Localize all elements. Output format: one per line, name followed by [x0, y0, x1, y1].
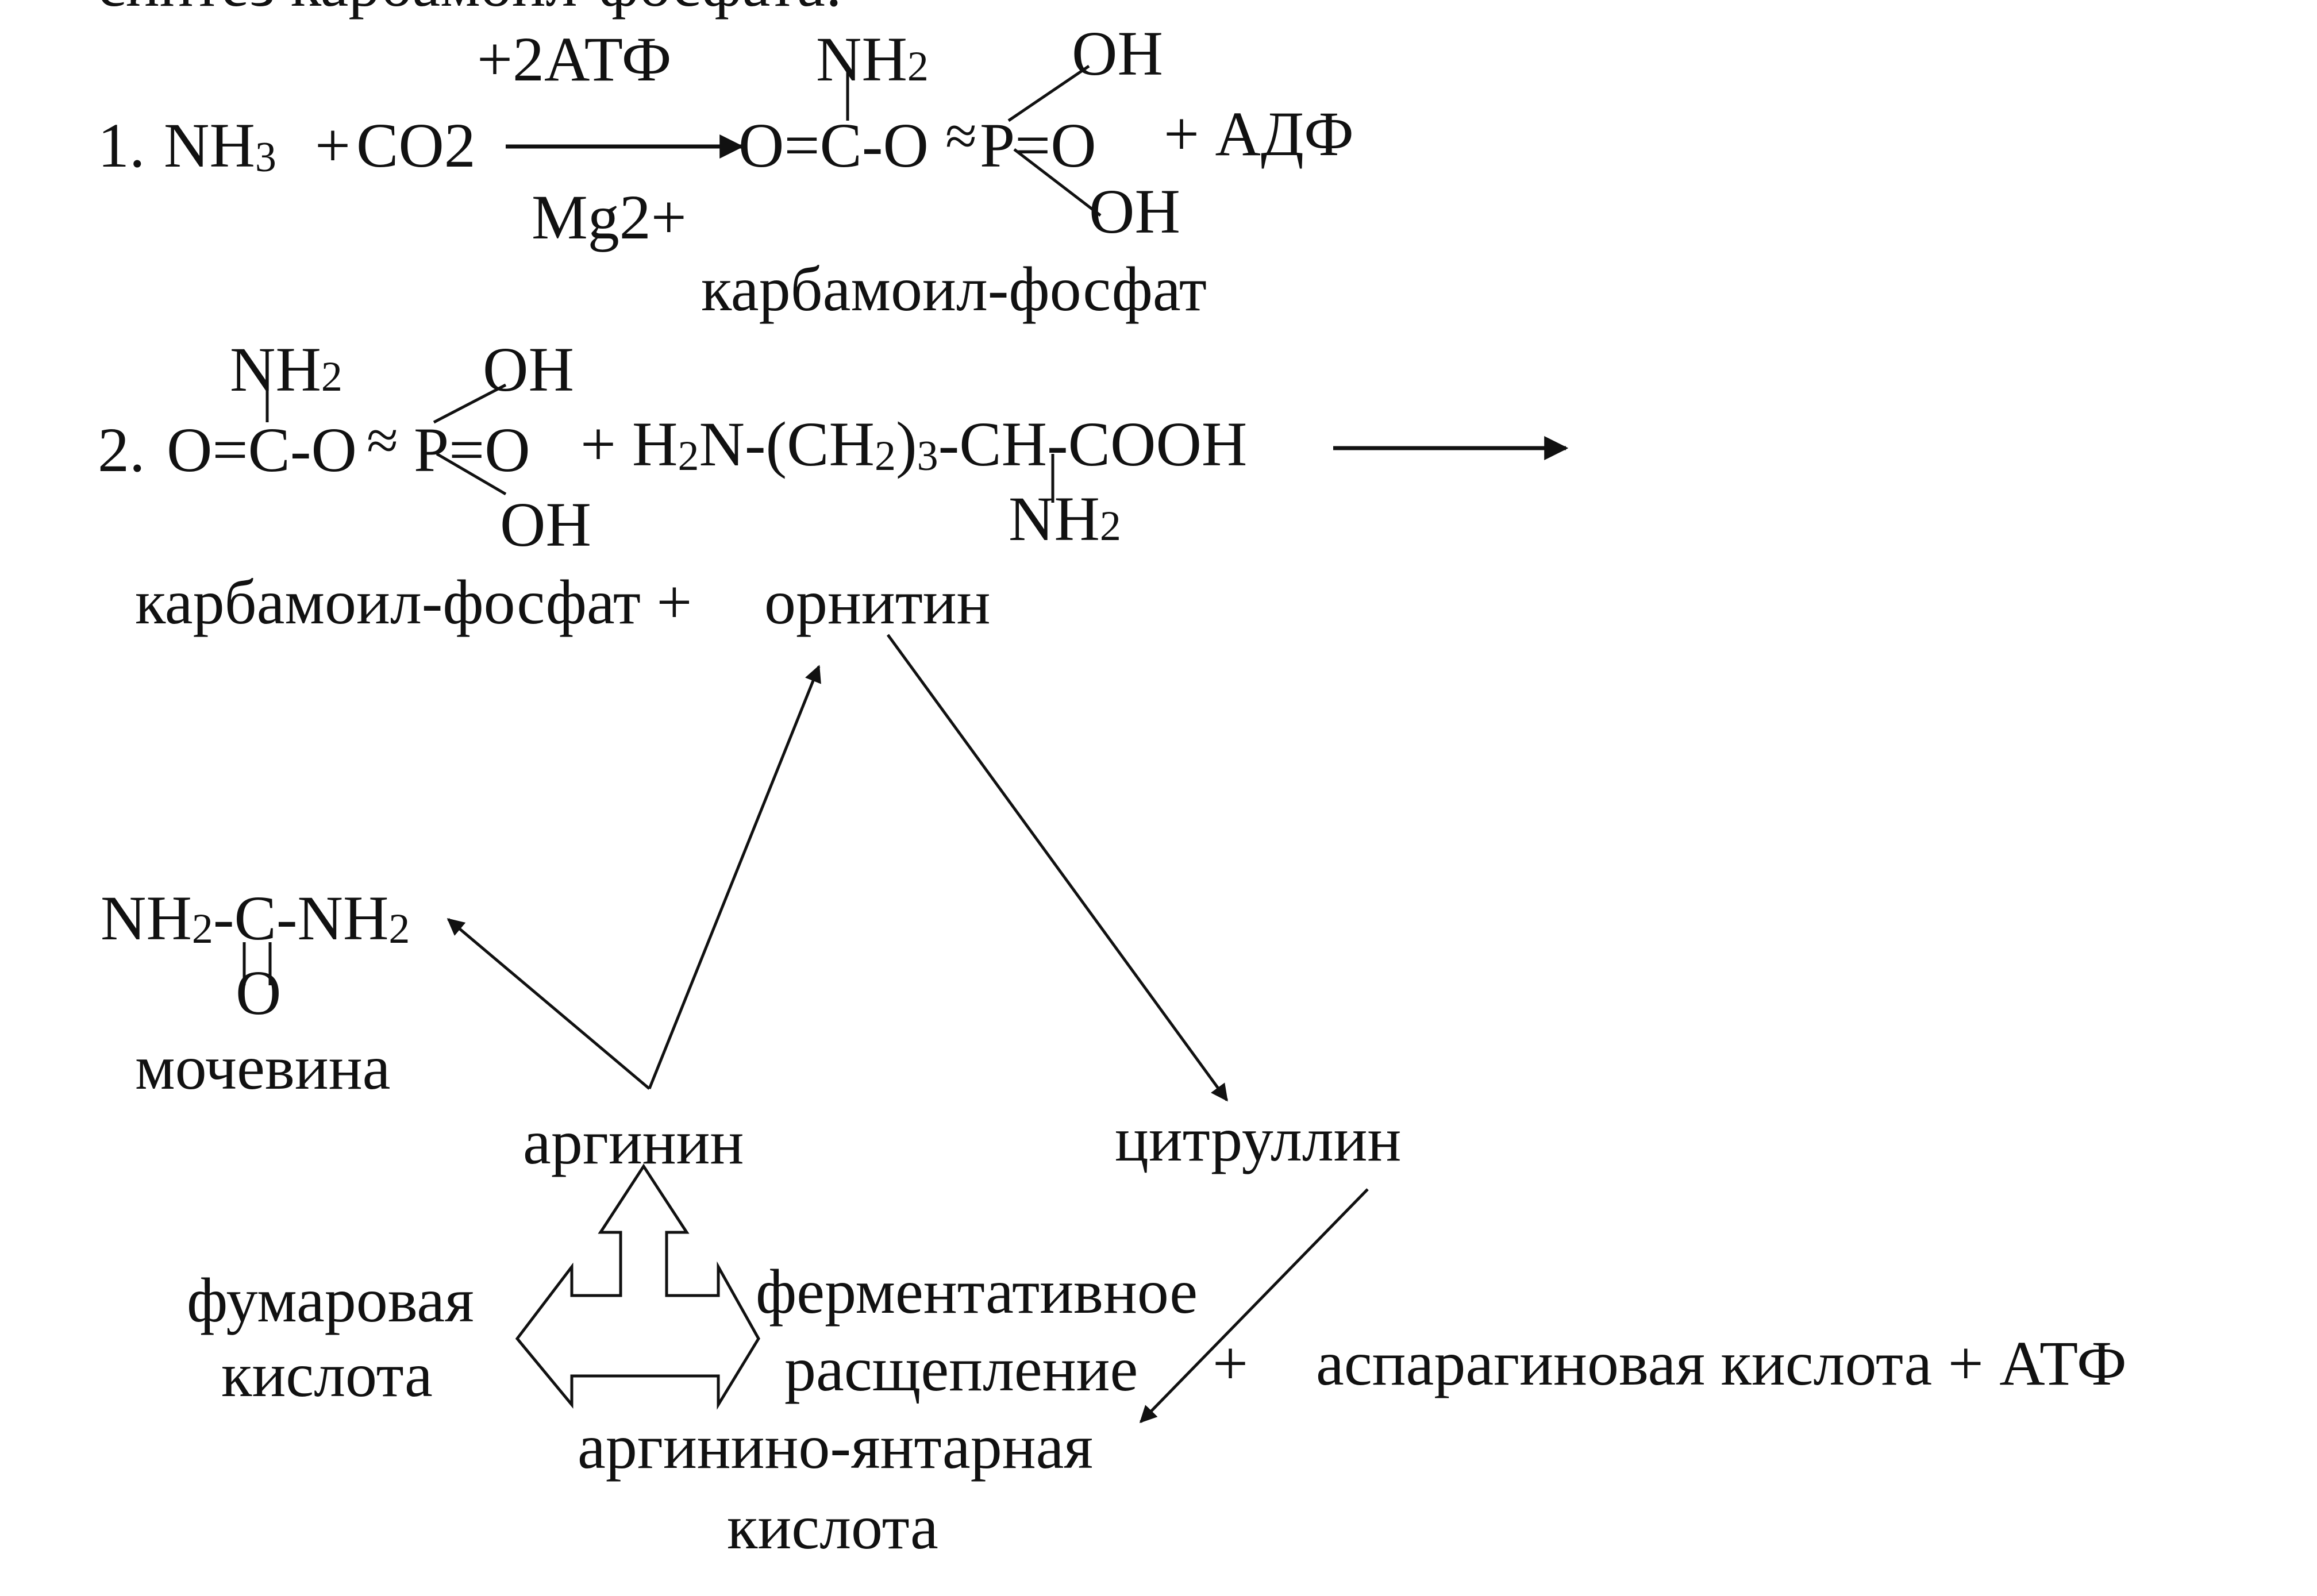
reactant-nh2: NH2	[230, 334, 342, 404]
enzymatic-cleavage-line-1: ферментативное	[756, 1256, 1198, 1327]
ornithine-side-nh2: NH2	[1009, 484, 1121, 554]
urea-oxygen: O	[236, 958, 281, 1028]
enzymatic-cleavage-line-2: расщепление	[784, 1334, 1138, 1404]
aspartic-acid-atp: аспарагиновая кислота + АТФ	[1316, 1328, 2127, 1398]
arrow-arginine-to-ornithine	[648, 665, 821, 1089]
ornithine-name: орнитин	[764, 567, 991, 637]
ammonia-formula: NH3	[164, 110, 276, 181]
carbamoyl-phosphate-name-1: карбамоил-фосфат	[701, 254, 1207, 324]
reaction-1-number: 1.	[98, 110, 145, 180]
ornithine-formula: H2N-(CH2)3-CH-COOH	[632, 409, 1247, 480]
urea-cycle: NH2-C-NH2 O мочевина аргинин цитруллин ф…	[101, 634, 2127, 1562]
reaction-1-plus: +	[315, 110, 351, 180]
reaction-1: 1. NH3 + CO2 +2АТФ Mg2+ NH2 O=C-O ≈ P=O …	[98, 18, 1354, 324]
phosphate-oh-bottom: OH	[1089, 176, 1180, 246]
reactant-oh-bottom: OH	[500, 489, 591, 560]
phosphate-oh-top: OH	[1072, 18, 1163, 88]
reactant-oh-top-bond	[433, 383, 507, 424]
arrow-ornithine-to-citrulline	[886, 634, 1229, 1102]
reaction-2-number: 2.	[98, 415, 145, 485]
arrow-arginine-to-urea	[447, 918, 651, 1090]
phosphate-group: P=O	[980, 110, 1096, 180]
arrow-citrulline-to-argininosuccinic	[1139, 1188, 1369, 1424]
reactant-oh-bottom-bond	[436, 452, 507, 496]
magnesium-below-arrow: Mg2+	[532, 182, 687, 252]
phosphate-oh-bottom-bond	[1013, 148, 1102, 217]
reactant-main: O=C-O	[167, 415, 357, 485]
fumaric-acid-line-2: кислота	[221, 1340, 433, 1410]
urea-formula: NH2-C-NH2	[101, 883, 410, 953]
urea-name: мочевина	[135, 1032, 390, 1102]
arginine-name: аргинин	[523, 1107, 744, 1177]
reactant-oh-top: OH	[483, 334, 574, 404]
argininosuccinic-line-1: аргинино-янтарная	[578, 1412, 1093, 1482]
carbamoyl-phosphate-name-2: карбамоил-фосфат +	[135, 567, 692, 637]
fumaric-acid-line-1: фумаровая	[187, 1265, 474, 1335]
phosphate-oh-top-bond	[1007, 64, 1090, 122]
reaction-2-plus: +	[580, 409, 616, 479]
carbamoyl-product-main: O=C-O	[738, 110, 929, 180]
adp-product: + АДФ	[1164, 99, 1354, 169]
reactant-high-energy-bond: ≈	[367, 408, 398, 472]
reaction-2: NH2 2. O=C-O ≈ P=O OH OH + H2N-(CH2)3-CH…	[98, 334, 1569, 637]
carbamoyl-nh2: NH2	[816, 24, 929, 94]
high-energy-bond: ≈	[945, 104, 977, 168]
citrulline-name: цитруллин	[1115, 1104, 1401, 1174]
header-fragment: синтез карбамоил-фосфата:	[98, 0, 842, 20]
argininosuccinic-line-2: кислота	[727, 1492, 938, 1562]
atp-above-arrow: +2АТФ	[477, 24, 672, 94]
cycle-plus: +	[1213, 1328, 1248, 1398]
carbon-dioxide-formula: CO2	[356, 110, 476, 180]
three-way-hollow-arrow	[515, 1163, 760, 1410]
